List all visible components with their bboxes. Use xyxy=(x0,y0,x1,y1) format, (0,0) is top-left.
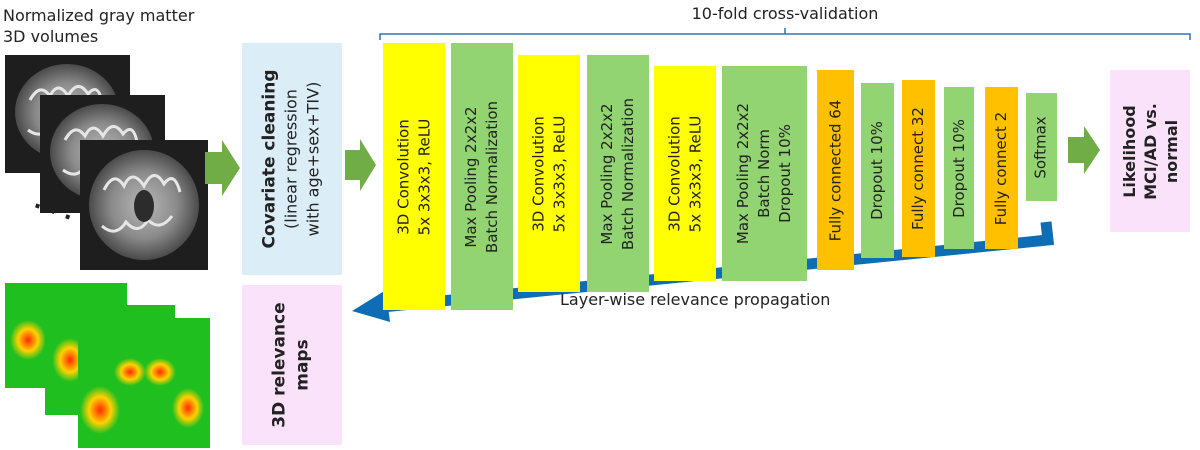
layer-pool-2-line2: Batch Normalization xyxy=(619,97,637,250)
arrow-inputs-to-covariate xyxy=(205,140,240,196)
layer-pool-2-line1: Max Pooling 2x2x2 xyxy=(598,102,616,245)
layer-fc-2-label: Fully connect 2 xyxy=(992,111,1010,225)
inputs-title-line1: Normalized gray matter xyxy=(3,6,195,25)
brain-slice-3 xyxy=(80,140,208,270)
layer-fc-32-label: Fully connect 32 xyxy=(909,107,928,230)
covariate-line3: with age+sex+TIV) xyxy=(304,81,324,237)
inputs-title: Normalized gray matter 3D volumes xyxy=(3,5,194,47)
layer-dropout-2: Dropout 10% xyxy=(944,87,974,249)
output-box: Likelihood MCI/AD vs. normal xyxy=(1110,70,1190,232)
relevance-line1: 3D relevance xyxy=(270,302,290,428)
layer-pool-3-line2: Batch Norm xyxy=(755,129,774,218)
layer-conv-1-line1: 3D Convolution xyxy=(394,118,412,235)
arrow-network-to-output xyxy=(1068,126,1100,174)
layer-fc-2: Fully connect 2 xyxy=(985,87,1018,249)
forward-arrows xyxy=(205,126,1100,196)
layer-pool-1-line1: Max Pooling 2x2x2 xyxy=(462,105,480,248)
layer-conv-2-line2: 5x 3x3x3, ReLU xyxy=(550,115,568,232)
arrow-covariate-to-network xyxy=(345,139,376,191)
covariate-line2: (linear regression xyxy=(282,89,302,229)
layer-conv-3-line1: 3D Convolution xyxy=(665,115,683,232)
output-line3: normal xyxy=(1161,119,1181,183)
covariate-title: Covariate cleaning xyxy=(260,69,281,249)
relevance-maps-box: 3D relevance maps xyxy=(242,285,342,445)
layer-conv-2-line1: 3D Convolution xyxy=(529,115,547,232)
cross-validation-label: 10-fold cross-validation xyxy=(691,4,879,23)
output-line2: MCI/AD vs. xyxy=(1140,102,1160,200)
relevance-line2: maps xyxy=(293,339,313,391)
relevance-heatmap-stack xyxy=(5,283,210,448)
layer-conv-3-line2: 5x 3x3x3, ReLU xyxy=(686,115,704,232)
cross-validation-bracket xyxy=(379,33,1191,40)
covariate-cleaning-box: Covariate cleaning (linear regression wi… xyxy=(242,43,342,275)
gray-matter-volume-stack xyxy=(5,55,208,270)
layer-fc-32: Fully connect 32 xyxy=(902,80,935,257)
layer-softmax: Softmax xyxy=(1026,93,1057,201)
heatmap-slice-3 xyxy=(78,318,210,448)
layer-fc-64: Fully connected 64 xyxy=(817,70,854,270)
layer-dropout-1: Dropout 10% xyxy=(861,83,894,258)
lrp-label: Layer-wise relevance propagation xyxy=(560,290,831,309)
layer-conv-1-line2: 5x 3x3x3, ReLU xyxy=(415,118,433,235)
layer-dropout-1-label: Dropout 10% xyxy=(868,121,887,220)
layer-fc-64-label: Fully connected 64 xyxy=(826,99,845,241)
layer-dropout-2-label: Dropout 10% xyxy=(949,118,968,218)
layer-pool-3-line3: Dropout 10% xyxy=(776,124,795,223)
output-line1: Likelihood xyxy=(1119,104,1139,198)
layer-pool-1-line2: Batch Normalization xyxy=(483,100,501,253)
layer-softmax-label: Softmax xyxy=(1032,115,1050,179)
inputs-title-line2: 3D volumes xyxy=(3,27,99,46)
layer-pool-3-line1: Max Pooling 2x2x2 xyxy=(734,102,753,245)
